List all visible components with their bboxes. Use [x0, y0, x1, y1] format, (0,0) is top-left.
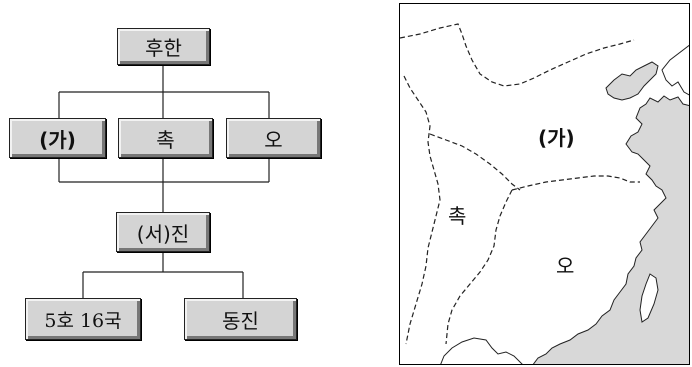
node-wei-label: (가)	[39, 127, 76, 152]
southern-land	[440, 337, 523, 364]
map-label-wu: 오	[556, 254, 575, 278]
node-later-han: 후한	[117, 28, 210, 65]
node-shu-label: 촉	[156, 127, 175, 152]
taiwan-island	[639, 273, 659, 323]
northern-border	[400, 23, 635, 87]
node-later-han-label: 후한	[145, 36, 182, 60]
shu-wu-border	[445, 189, 513, 345]
map-label-ga: (가)	[538, 126, 575, 150]
diagram-connectors	[58, 64, 270, 298]
node-eastern-jin: 동진	[184, 298, 297, 340]
node-sixteen-kingdoms-label: 5호 16국	[44, 309, 122, 332]
bohai-gulf	[605, 61, 659, 101]
map-drawing	[400, 23, 689, 364]
wei-wu-border	[511, 175, 640, 191]
node-eastern-jin-label: 동진	[222, 308, 259, 333]
node-wu-label: 오	[264, 127, 283, 152]
map-label-shu: 촉	[448, 204, 467, 228]
node-sixteen-kingdoms: 5호 16국	[25, 298, 141, 340]
node-wei: (가)	[9, 118, 106, 158]
node-western-jin-label: (서)진	[136, 221, 190, 246]
node-shu: 촉	[118, 118, 213, 158]
liaodong-peninsula	[661, 44, 689, 96]
shu-wei-border	[429, 133, 521, 191]
node-wu: 오	[226, 118, 321, 158]
west-border-outer	[403, 75, 441, 345]
three-kingdoms-map: (가) 촉 오	[399, 3, 690, 365]
sea-area	[532, 95, 689, 364]
node-western-jin: (서)진	[116, 212, 210, 252]
